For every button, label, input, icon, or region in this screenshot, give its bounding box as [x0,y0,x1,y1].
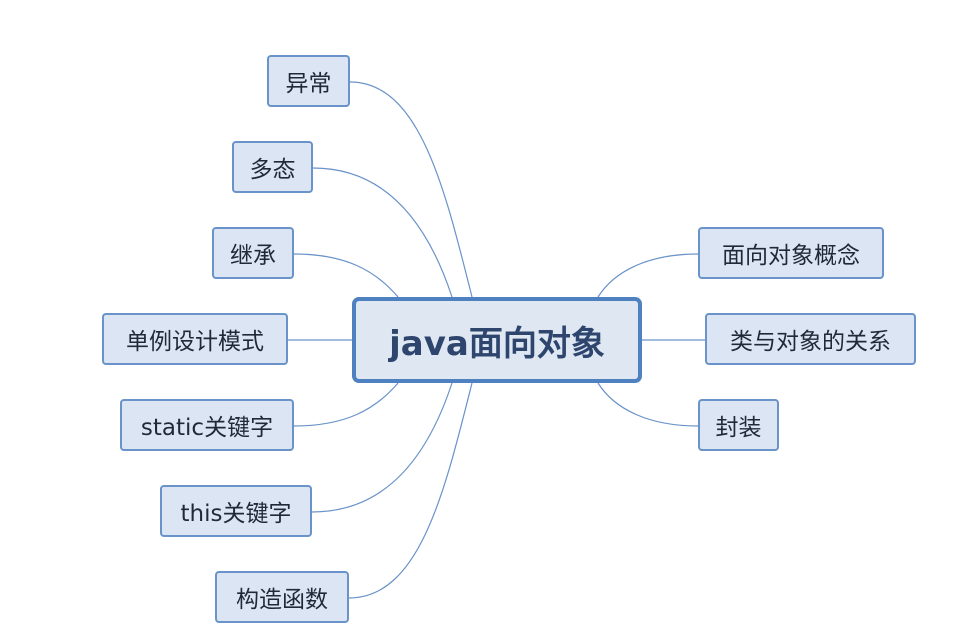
connector-static [293,382,399,427]
connector-gainian [597,253,699,298]
node-constructor[interactable]: 构造函数 [215,571,349,623]
node-class-object-relation[interactable]: 类与对象的关系 [705,313,916,365]
node-this-keyword[interactable]: this关键字 [160,485,312,537]
node-singleton-pattern[interactable]: 单例设计模式 [102,313,288,365]
node-static-keyword[interactable]: static关键字 [120,399,294,451]
node-encapsulation[interactable]: 封装 [698,399,779,451]
node-inheritance[interactable]: 继承 [212,227,294,279]
connector-gouzao [348,382,473,599]
connector-jicheng [293,253,399,298]
connector-duotai [312,167,453,298]
central-topic[interactable]: java面向对象 [352,297,642,383]
connector-fengzhuang [597,382,699,427]
node-oop-concept[interactable]: 面向对象概念 [698,227,884,279]
connector-yichang [349,81,473,298]
connector-this [311,382,453,513]
node-exception[interactable]: 异常 [267,55,350,107]
node-polymorphism[interactable]: 多态 [232,141,313,193]
